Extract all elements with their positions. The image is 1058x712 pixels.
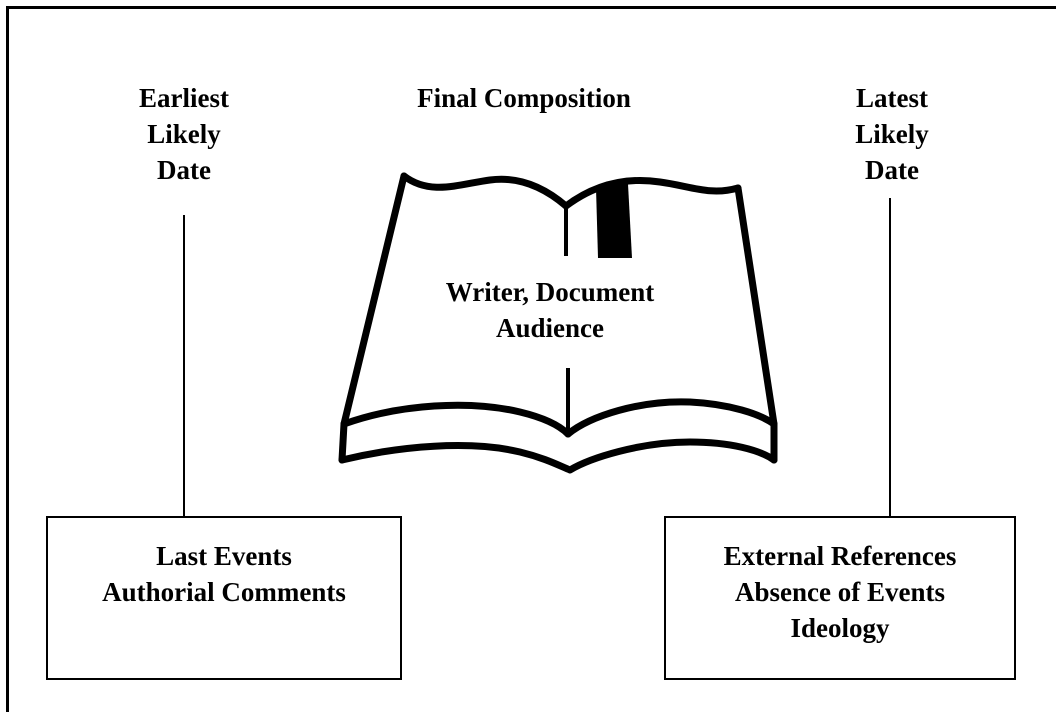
latest-evidence-text: External References Absence of Events Id…	[666, 518, 1014, 646]
bookmark-ribbon-icon	[596, 184, 632, 258]
latest-evidence-box: External References Absence of Events Id…	[664, 516, 1016, 680]
evidence-line: External References	[723, 541, 957, 571]
latest-likely-date-heading: Latest Likely Date	[812, 80, 972, 188]
diagram-frame	[6, 6, 1056, 712]
earliest-heading-line: Likely	[147, 119, 221, 149]
earliest-evidence-box: Last Events Authorial Comments	[46, 516, 402, 680]
final-composition-heading: Final Composition	[417, 83, 631, 113]
evidence-line: Ideology	[790, 613, 890, 643]
earliest-evidence-text: Last Events Authorial Comments	[48, 518, 400, 610]
latest-heading-line: Latest	[856, 83, 928, 113]
earliest-heading-line: Earliest	[139, 83, 229, 113]
earliest-likely-date-heading: Earliest Likely Date	[104, 80, 264, 188]
book-text-line: Writer, Document	[445, 277, 655, 307]
latest-heading-line: Likely	[855, 119, 929, 149]
evidence-line: Last Events	[156, 541, 292, 571]
book-text-line: Audience	[496, 313, 604, 343]
evidence-line: Absence of Events	[735, 577, 945, 607]
book-text: Writer, Document Audience	[410, 274, 690, 346]
latest-heading-line: Date	[865, 155, 919, 185]
evidence-line: Authorial Comments	[102, 577, 346, 607]
earliest-heading-line: Date	[157, 155, 211, 185]
open-book-icon	[338, 172, 778, 474]
